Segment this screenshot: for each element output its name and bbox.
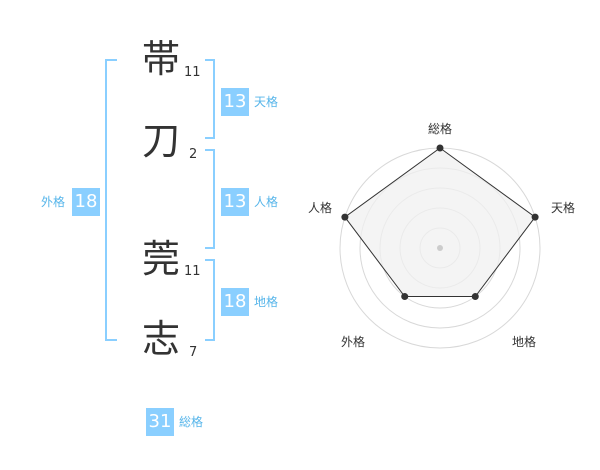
name-char-2: 刀 [141, 119, 180, 163]
bracket-jinkaku [205, 149, 215, 249]
name-char-1: 帯 [141, 37, 180, 81]
radar-point-4 [401, 293, 409, 301]
stroke-count-1: 11 [184, 65, 201, 80]
soukaku-label: 総格 [179, 415, 204, 429]
stroke-count-2: 2 [189, 147, 198, 162]
radar-point-1 [436, 144, 444, 152]
radar-label-tenkaku: 天格 [551, 201, 576, 215]
stroke-count-4: 7 [189, 345, 198, 360]
stroke-count-3: 11 [184, 264, 201, 279]
radar-point-5 [341, 213, 349, 221]
bracket-gaikaku [105, 59, 117, 341]
tenkaku-value-badge: 13 [221, 88, 249, 116]
radar-label-gaikaku: 外格 [341, 335, 366, 349]
name-char-3: 莞 [141, 237, 180, 281]
gaikaku-label: 外格 [41, 195, 66, 209]
radar-label-chikaku: 地格 [512, 335, 537, 349]
radar-center-dot [437, 245, 443, 251]
gaikaku-value-badge: 18 [72, 188, 100, 216]
radar-label-jinkaku: 人格 [308, 201, 333, 215]
soukaku-value-badge: 31 [146, 408, 174, 436]
chikaku-label: 地格 [254, 295, 279, 309]
jinkaku-label: 人格 [254, 195, 279, 209]
tenkaku-label: 天格 [254, 95, 279, 109]
name-char-4: 志 [141, 317, 180, 361]
chikaku-value-badge: 18 [221, 288, 249, 316]
jinkaku-value-badge: 13 [221, 188, 249, 216]
radar-polygon [344, 147, 536, 298]
radar-point-2 [531, 213, 539, 221]
bracket-tenkaku [205, 59, 215, 139]
bracket-chikaku [205, 259, 215, 341]
radar-label-soukaku: 総格 [428, 122, 453, 136]
radar-point-3 [471, 293, 479, 301]
